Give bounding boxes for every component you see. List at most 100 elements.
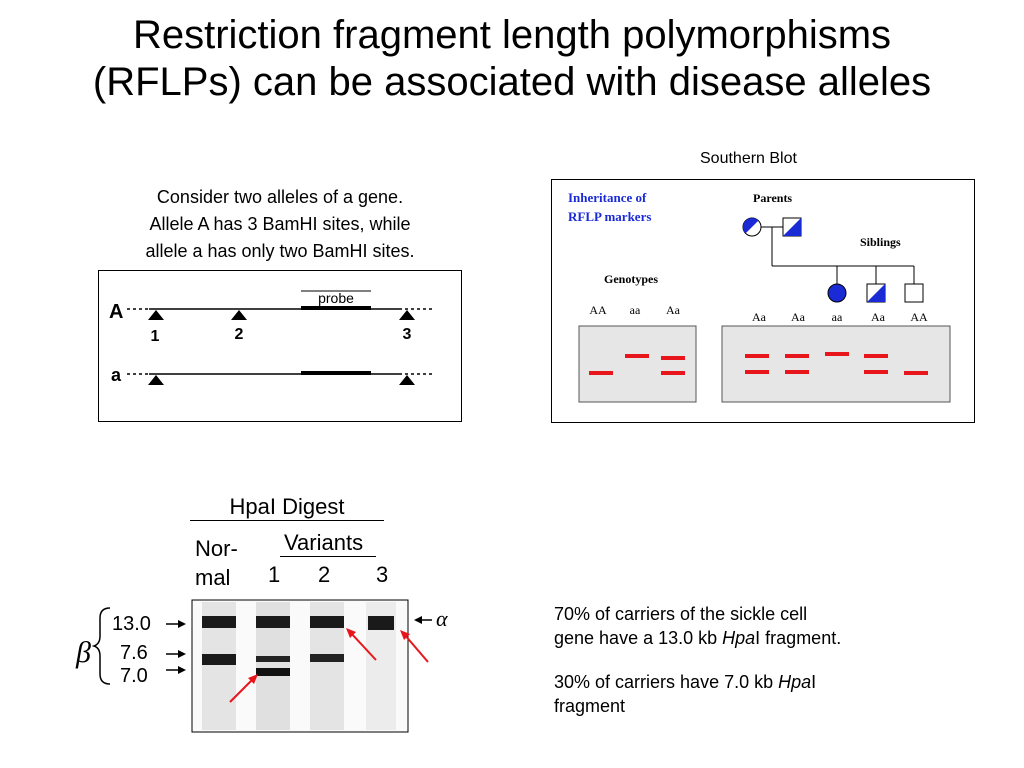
size-7-0-arrowhead xyxy=(178,666,186,674)
control-lane3-band-upper xyxy=(661,356,685,360)
control-genotype-3: Aa xyxy=(666,303,681,317)
family-lane4-band-upper xyxy=(864,354,888,358)
fact-1: 70% of carriers of the sickle cell gene … xyxy=(554,602,841,650)
red-arrow-variant2 xyxy=(349,631,377,661)
bamhi-site-a3-marker xyxy=(399,375,415,385)
fact-2-line2: fragment xyxy=(554,696,626,716)
pedigree xyxy=(742,217,924,303)
genotypes-label: Genotypes xyxy=(604,272,658,286)
siblings-label: Siblings xyxy=(860,235,901,249)
southern-blot-svg: Inheritance of RFLP markers Parents Sibl… xyxy=(568,190,951,403)
variants-rule xyxy=(280,556,376,557)
intro-line1: Consider two alleles of a gene. xyxy=(156,187,404,207)
control-lane1-band xyxy=(589,371,613,375)
beta-bracket xyxy=(91,607,111,685)
control-genotype-2: aa xyxy=(630,303,641,317)
hpa-digest-rule xyxy=(190,520,384,521)
bamhi-site-2-number: 2 xyxy=(235,326,244,343)
fact-2-line1-post: I xyxy=(811,672,817,692)
size-7-6-label: 7.6 xyxy=(120,642,148,664)
family-genotype-3: aa xyxy=(832,310,843,324)
probe-bar-a xyxy=(301,371,371,375)
blot-heading-line1: Inheritance of xyxy=(568,190,647,205)
parents-label: Parents xyxy=(753,191,792,205)
family-lane3-band xyxy=(825,352,849,356)
sibling-3-symbol xyxy=(904,283,924,303)
red-arrowhead-variant1 xyxy=(248,674,258,684)
fact-2-line1: 30% of carriers have 7.0 kb HpaI xyxy=(554,670,816,694)
alpha-label: α xyxy=(436,606,448,631)
bamhi-site-3-number: 3 xyxy=(403,326,412,343)
variant1-band-7-6 xyxy=(256,656,290,662)
allele-map-svg: A probe 1 2 3 a xyxy=(109,290,435,385)
normal-band-7-6 xyxy=(202,654,236,665)
sibling-2-fill xyxy=(867,284,885,302)
hpa-digest-title: HpaI Digest xyxy=(190,494,384,520)
intro-line2: Allele A has 3 BamHI sites, while xyxy=(149,214,411,234)
intro-line3: allele a has only two BamHI sites. xyxy=(145,241,415,261)
slide-title-line2: (RFLPs) can be associated with disease a… xyxy=(92,60,932,104)
variant2-band-13 xyxy=(310,616,344,628)
fact-2-line1-em: Hpa xyxy=(778,672,812,692)
normal-band-13 xyxy=(202,616,236,628)
family-gel-panel xyxy=(721,325,951,403)
fact-1-line2-em: Hpa xyxy=(722,628,756,648)
family-lane2-band-lower xyxy=(785,370,809,374)
parent-mother-fill xyxy=(742,217,759,234)
hpa-gel-figure: β 13.0 7.6 7.0 α xyxy=(75,599,448,733)
fact-2: 30% of carriers have 7.0 kb HpaI fragmen… xyxy=(554,670,816,718)
normal-lane-label: Nor- mal xyxy=(195,534,238,592)
family-genotype-4: Aa xyxy=(871,310,886,324)
red-arrowhead-variant2 xyxy=(346,628,356,638)
allele-a-label: a xyxy=(111,365,122,385)
probe-label: probe xyxy=(318,290,354,306)
variant2-band-7-6 xyxy=(310,654,344,662)
bamhi-site-2-marker xyxy=(231,310,247,320)
southern-blot-label: Southern Blot xyxy=(700,150,797,167)
family-genotype-5: AA xyxy=(910,310,928,324)
size-7-6-arrowhead xyxy=(178,650,186,658)
family-lane1-band-upper xyxy=(745,354,769,358)
fact-1-line2-pre: gene have a 13.0 kb xyxy=(554,628,723,648)
fact-1-line2: gene have a 13.0 kb HpaI fragment. xyxy=(554,626,841,650)
red-arrowhead-variant3 xyxy=(400,630,410,640)
allele-map-figure: A probe 1 2 3 a xyxy=(98,270,462,422)
family-lane4-band-lower xyxy=(864,370,888,374)
fact-1-line2-post: I fragment. xyxy=(755,628,842,648)
slide-title: Restriction fragment length polymorphism… xyxy=(0,12,1024,106)
fact-2-line1-pre: 30% of carriers have 7.0 kb xyxy=(554,672,779,692)
control-gel-panel xyxy=(578,325,697,403)
family-lane2-band-upper xyxy=(785,354,809,358)
family-lane5-band xyxy=(904,371,928,375)
control-lane2-band-upper xyxy=(625,354,649,358)
probe-bar-A xyxy=(301,306,371,310)
slide-title-line1: Restriction fragment length polymorphism… xyxy=(132,13,892,57)
size-13-arrowhead xyxy=(178,620,186,628)
intro-text: Consider two alleles of a gene. Allele A… xyxy=(104,184,456,265)
size-13-label: 13.0 xyxy=(112,613,151,635)
family-genotype-2: Aa xyxy=(791,310,806,324)
normal-lane-label-line2: mal xyxy=(195,565,231,590)
hpa-digest-title-text: HpaI Digest xyxy=(229,494,345,519)
fact-1-line1: 70% of carriers of the sickle cell xyxy=(554,604,808,624)
variant1-band-7-0 xyxy=(256,668,290,676)
southern-blot-figure: Inheritance of RFLP markers Parents Sibl… xyxy=(551,179,975,423)
size-7-0-label: 7.0 xyxy=(120,665,148,687)
variant1-band-13 xyxy=(256,616,290,628)
red-arrow-variant1 xyxy=(229,677,255,703)
bamhi-site-3-marker xyxy=(399,310,415,320)
red-arrow-variant3 xyxy=(403,633,429,663)
blot-heading-line2: RFLP markers xyxy=(568,209,651,224)
family-genotype-1: Aa xyxy=(752,310,767,324)
parent-father-fill xyxy=(783,218,801,236)
family-lane1-band-lower xyxy=(745,370,769,374)
control-genotype-1: AA xyxy=(589,303,607,317)
alpha-arrowhead xyxy=(414,616,422,624)
normal-lane-label-line1: Nor- xyxy=(195,536,238,561)
beta-label: β xyxy=(75,636,91,669)
bamhi-site-1-marker xyxy=(148,310,164,320)
bamhi-site-1-number: 1 xyxy=(151,328,160,345)
variant-1-number: 1 xyxy=(268,562,281,587)
allele-A-label: A xyxy=(109,301,123,323)
variant3-band-13 xyxy=(368,616,394,630)
